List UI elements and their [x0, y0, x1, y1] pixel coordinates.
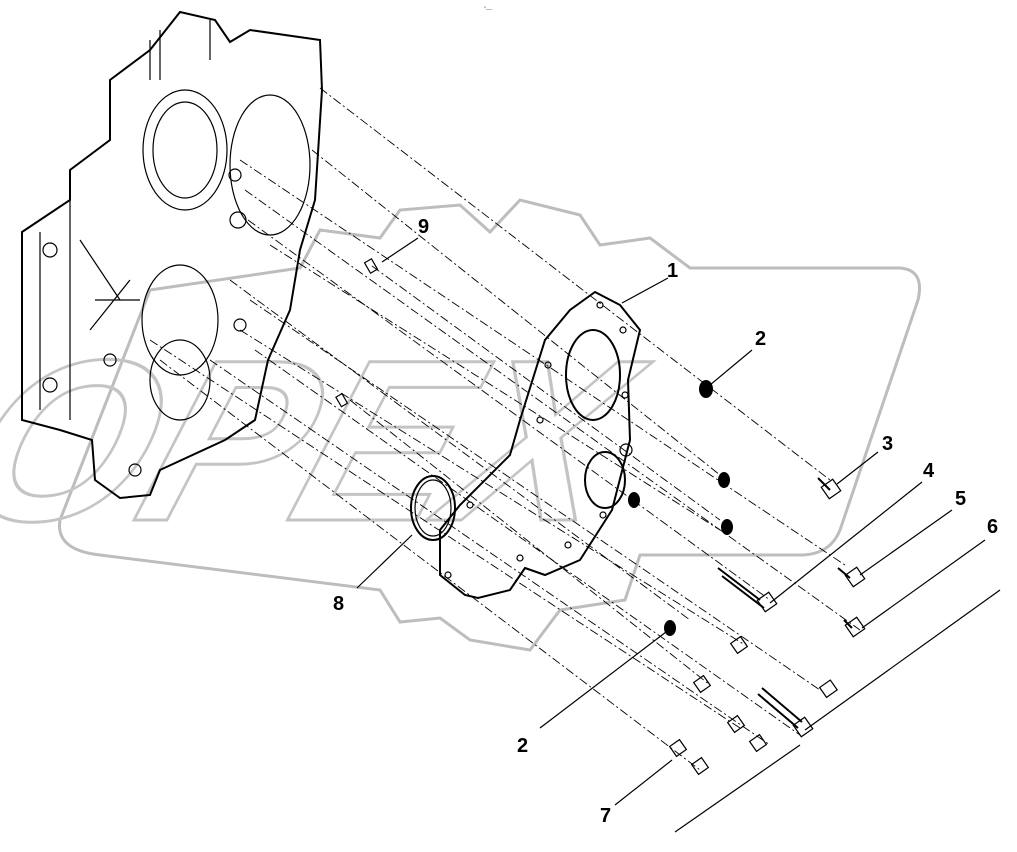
plug-2-a — [699, 380, 713, 398]
callout-1: 1 — [667, 260, 678, 282]
plugs — [628, 380, 733, 636]
callout-8: 8 — [333, 593, 344, 615]
bolt-long-lower — [757, 687, 814, 738]
bolts — [668, 477, 866, 776]
o-ring — [410, 475, 456, 541]
flange-bolts-7 — [668, 635, 768, 776]
leader-lines — [356, 237, 1001, 833]
plug-2-b — [718, 472, 730, 488]
cover-gasket — [439, 290, 642, 600]
callout-6: 6 — [987, 516, 998, 538]
plug-2-e — [664, 620, 676, 636]
plug-2-c — [721, 519, 733, 535]
callouts: 1 2 2 3 4 5 6 7 8 9 — [333, 216, 998, 827]
dowel-pins — [335, 257, 379, 408]
callout-2-lower: 2 — [517, 735, 528, 757]
callout-7: 7 — [600, 805, 611, 827]
callout-9: 9 — [418, 216, 429, 238]
header-mark: “— — [484, 7, 492, 13]
plug-2-d — [628, 492, 640, 508]
bolt-5 — [837, 566, 866, 588]
callout-5: 5 — [955, 488, 966, 510]
callout-2-upper: 2 — [755, 328, 766, 350]
callout-4: 4 — [923, 460, 935, 482]
bolt-small-right — [818, 679, 839, 699]
callout-3: 3 — [882, 433, 893, 455]
gear-housing — [21, 10, 324, 500]
bolt-6 — [843, 616, 866, 638]
bolt-3 — [817, 477, 842, 500]
bolt-4 — [717, 567, 778, 613]
